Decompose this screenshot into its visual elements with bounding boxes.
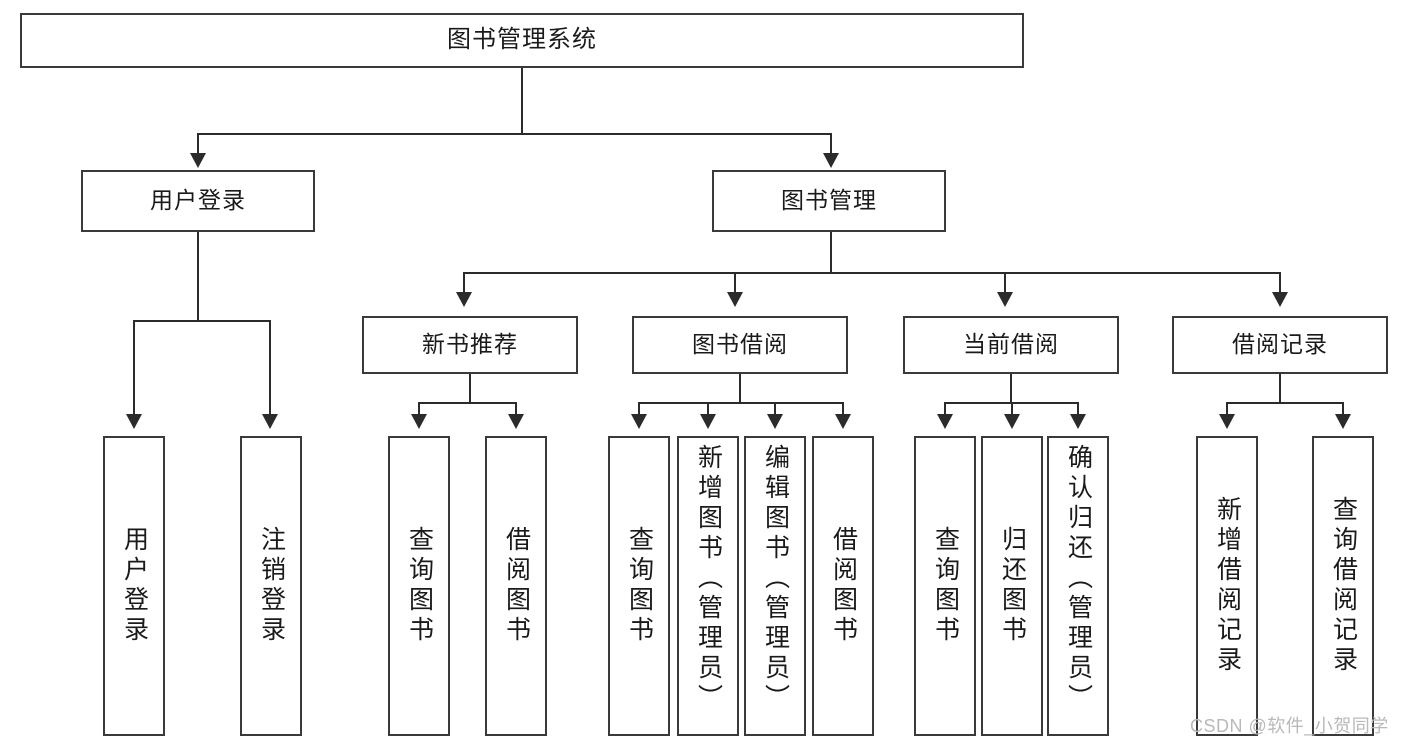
leaf-book-borrow-3[interactable]: 编辑图书（管理员） [744,436,806,736]
node-label: 新书推荐 [422,331,518,358]
connector-current-borrow-stem [1010,374,1012,404]
arrow-current-borrow-leaf-1 [937,414,953,429]
leaf-label: 借阅图书 [829,526,858,646]
connector-book-borrow-branch-3 [774,402,776,416]
arrow-current-borrow-leaf-2 [1004,414,1020,429]
connector-book-borrow-branch-2 [707,402,709,416]
arrow-borrow-record-leaf-1 [1219,414,1235,429]
leaf-new-book-1[interactable]: 查询图书 [388,436,450,736]
node-label: 图书管理系统 [447,26,597,54]
connector-root-to-book-management [830,133,832,155]
node-borrow-record[interactable]: 借阅记录 [1172,316,1388,374]
leaf-label: 用户登录 [120,526,149,646]
leaf-label: 新增图书（管理员） [694,444,723,714]
leaf-label: 归还图书 [998,526,1027,646]
node-label: 借阅记录 [1232,331,1328,358]
connector-root-to-user-login [197,133,199,155]
leaf-label: 编辑图书（管理员） [761,444,790,714]
node-book-management[interactable]: 图书管理 [712,170,946,232]
connector-bm-branch-2 [734,272,736,294]
leaf-book-borrow-2[interactable]: 新增图书（管理员） [677,436,739,736]
leaf-label: 查询图书 [625,526,654,646]
node-current-borrow[interactable]: 当前借阅 [903,316,1119,374]
connector-current-borrow-branch-1 [944,402,946,416]
connector-user-login-branch-1 [133,320,135,416]
connector-new-book-stem [469,374,471,404]
connector-bm-branch-1 [463,272,465,294]
node-book-borrow[interactable]: 图书借阅 [632,316,848,374]
connector-book-management-bus [463,272,1281,274]
connector-book-management-stem [830,232,832,274]
leaf-current-borrow-3[interactable]: 确认归还（管理员） [1047,436,1109,736]
arrow-user-login-leaf-2 [262,414,278,429]
connector-new-book-branch-2 [515,402,517,416]
leaf-user-login-2[interactable]: 注销登录 [240,436,302,736]
arrow-bm-to-current-borrow [997,292,1013,307]
arrow-bm-to-new-book [456,292,472,307]
leaf-current-borrow-2[interactable]: 归还图书 [981,436,1043,736]
watermark: CSDN @软件_小贺同学 [1190,716,1389,736]
connector-book-borrow-bus [638,402,843,404]
connector-root-stem [521,68,523,134]
connector-current-borrow-branch-2 [1011,402,1013,416]
arrow-current-borrow-leaf-3 [1070,414,1086,429]
leaf-label: 查询图书 [405,526,434,646]
connector-new-book-branch-1 [418,402,420,416]
arrow-borrow-record-leaf-2 [1335,414,1351,429]
node-label: 图书管理 [781,187,877,214]
leaf-current-borrow-1[interactable]: 查询图书 [914,436,976,736]
connector-borrow-record-stem [1279,374,1281,404]
arrow-new-book-leaf-1 [411,414,427,429]
leaf-label: 查询借阅记录 [1329,496,1358,676]
node-new-book-recommend[interactable]: 新书推荐 [362,316,578,374]
connector-current-borrow-branch-3 [1077,402,1079,416]
connector-user-login-branch-2 [269,320,271,416]
leaf-borrow-record-1[interactable]: 新增借阅记录 [1196,436,1258,736]
node-label: 当前借阅 [963,331,1059,358]
arrow-bm-to-borrow-record [1272,292,1288,307]
node-root-book-management-system[interactable]: 图书管理系统 [20,13,1024,68]
connector-borrow-record-branch-1 [1226,402,1228,416]
connector-borrow-record-bus [1226,402,1343,404]
connector-borrow-record-branch-2 [1342,402,1344,416]
arrow-book-borrow-leaf-2 [700,414,716,429]
leaf-book-borrow-1[interactable]: 查询图书 [608,436,670,736]
arrow-book-borrow-leaf-3 [767,414,783,429]
arrow-root-to-book-management [823,153,839,168]
node-user-login[interactable]: 用户登录 [81,170,315,232]
arrow-book-borrow-leaf-4 [835,414,851,429]
leaf-borrow-record-2[interactable]: 查询借阅记录 [1312,436,1374,736]
arrow-bm-to-book-borrow [727,292,743,307]
connector-user-login-bus [133,320,270,322]
connector-bm-branch-3 [1004,272,1006,294]
arrow-book-borrow-leaf-1 [631,414,647,429]
node-label: 用户登录 [150,187,246,214]
connector-root-bus [197,133,832,135]
leaf-label: 确认归还（管理员） [1064,444,1093,714]
node-label: 图书借阅 [692,331,788,358]
leaf-label: 查询图书 [931,526,960,646]
leaf-label: 借阅图书 [502,526,531,646]
leaf-book-borrow-4[interactable]: 借阅图书 [812,436,874,736]
arrow-root-to-user-login [190,153,206,168]
leaf-new-book-2[interactable]: 借阅图书 [485,436,547,736]
leaf-label: 新增借阅记录 [1213,496,1242,676]
leaf-label: 注销登录 [257,526,286,646]
connector-book-borrow-branch-1 [638,402,640,416]
connector-book-borrow-branch-4 [842,402,844,416]
arrow-new-book-leaf-2 [508,414,524,429]
connector-book-borrow-stem [739,374,741,404]
connector-user-login-stem [197,232,199,322]
leaf-user-login-1[interactable]: 用户登录 [103,436,165,736]
connector-bm-branch-4 [1279,272,1281,294]
arrow-user-login-leaf-1 [126,414,142,429]
connector-new-book-bus [418,402,517,404]
